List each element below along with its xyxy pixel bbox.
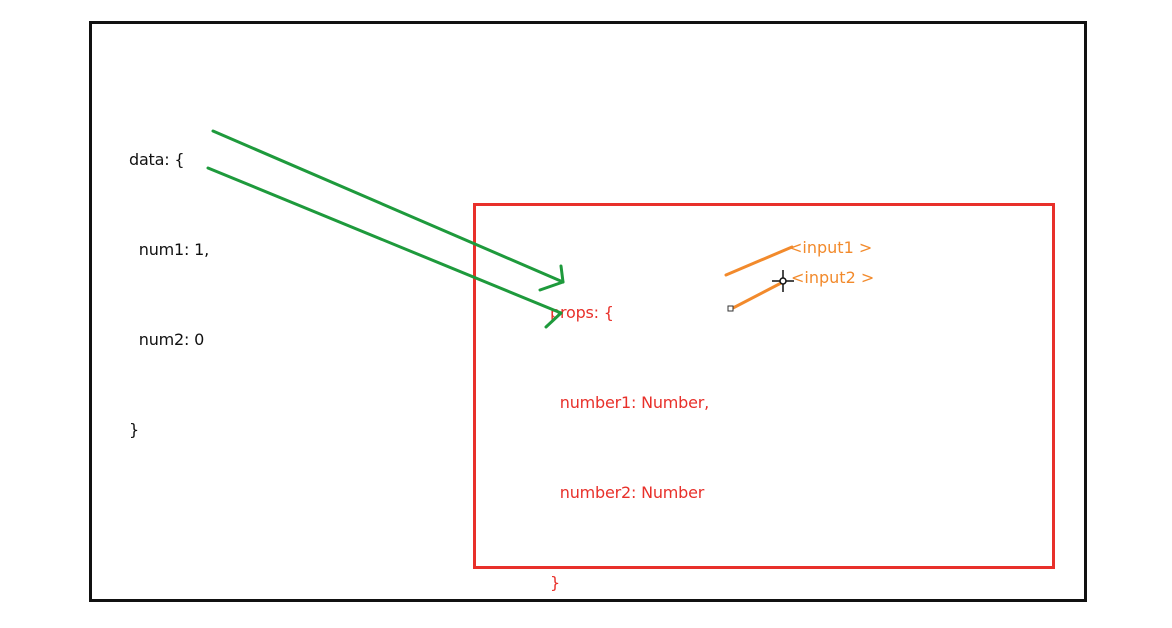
data-line-num2: num2: 0 (129, 330, 205, 349)
props-line-open: props: { (550, 303, 614, 322)
child-props-block: props: { number1: Number, number2: Numbe… (550, 238, 709, 628)
props-line-number2: number2: Number (550, 483, 705, 502)
input2-tag: <input2 > (791, 268, 875, 287)
data-line-close: } (129, 420, 139, 439)
input1-tag: <input1 > (789, 238, 873, 257)
data-line-open: data: { (129, 150, 185, 169)
data-line-num1: num1: 1, (129, 240, 209, 259)
parent-data-block: data: { num1: 1, num2: 0 } (129, 85, 209, 475)
props-line-number1: number1: Number, (550, 393, 710, 412)
props-line-close: } (550, 573, 560, 592)
parent-component-frame (89, 21, 1087, 602)
child-component-frame (473, 203, 1055, 569)
